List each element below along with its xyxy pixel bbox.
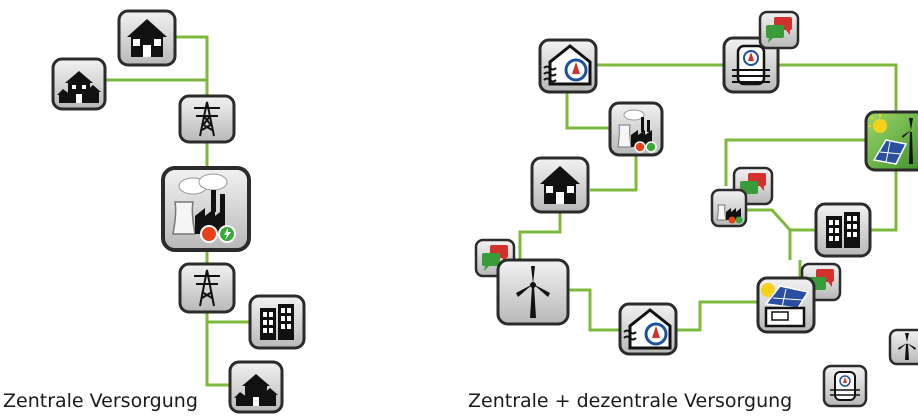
- caption-zentrale-versorgung: Zentrale Versorgung: [3, 390, 198, 412]
- pylon-icon: [178, 262, 236, 314]
- power-plant-icon: [608, 101, 664, 157]
- diagram-zentrale-dezentrale-versorgung: [474, 10, 918, 408]
- storage-tank-icon: [822, 364, 868, 408]
- caption-zentrale-dezentrale-versorgung: Zentrale + dezentrale Versorgung: [468, 390, 793, 412]
- solar-wind-icon: [864, 110, 918, 172]
- diagram-zentrale-versorgung: [51, 9, 306, 414]
- heat-pump-icon: [618, 302, 678, 356]
- house-icon: [117, 9, 177, 67]
- pylon-icon: [178, 94, 236, 144]
- wind-turbine-icon: [888, 328, 918, 366]
- heat-pump-icon: [538, 38, 598, 94]
- storage-tank-icon: [722, 36, 780, 94]
- connection-lines: [104, 35, 252, 387]
- house-icon: [530, 156, 590, 214]
- speech-bubble-icon: [758, 10, 800, 50]
- power-plant-icon: [161, 166, 251, 252]
- power-plant-icon: [710, 188, 748, 228]
- wind-turbine-icon: [496, 258, 570, 326]
- houses-icon: [228, 360, 284, 414]
- office-building-icon: [814, 202, 872, 258]
- connection-lines: [518, 63, 898, 332]
- office-building-icon: [248, 294, 306, 350]
- solar-house-icon: [756, 276, 816, 334]
- houses-icon: [51, 57, 107, 111]
